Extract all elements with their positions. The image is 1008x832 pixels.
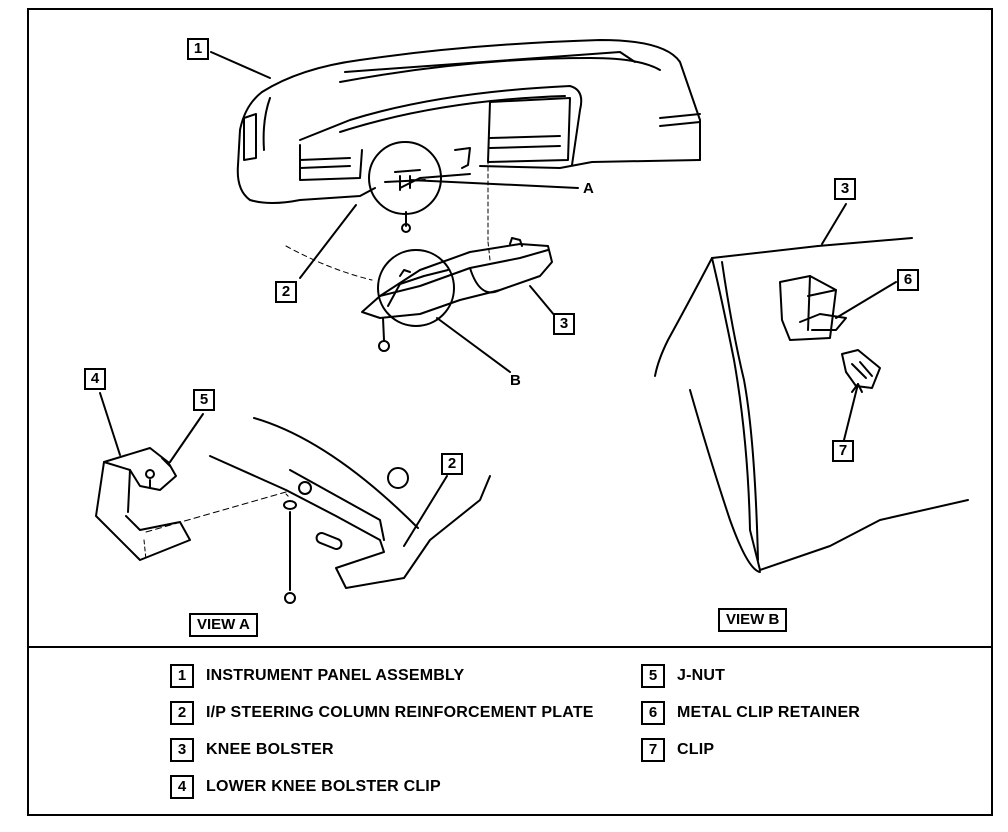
diagram-frame bbox=[27, 8, 993, 816]
callout-2-view-a: 2 bbox=[441, 453, 463, 475]
callout-1: 1 bbox=[187, 38, 209, 60]
legend-text: J-NUT bbox=[677, 667, 726, 684]
legend-number: 3 bbox=[170, 738, 194, 762]
leader-lines-upper bbox=[210, 51, 561, 323]
legend-item: 4 LOWER KNEE BOLSTER CLIP bbox=[170, 774, 441, 800]
legend-text: KNEE BOLSTER bbox=[206, 741, 334, 758]
view-a-drawing bbox=[95, 392, 491, 604]
legend-number: 4 bbox=[170, 775, 194, 799]
callout-3-view-b: 3 bbox=[834, 178, 856, 200]
callout-5: 5 bbox=[193, 389, 215, 411]
legend-item: 5 J-NUT bbox=[641, 663, 725, 689]
callout-7: 7 bbox=[832, 440, 854, 462]
legend-number: 7 bbox=[641, 738, 665, 762]
legend-number: 2 bbox=[170, 701, 194, 725]
legend-text: CLIP bbox=[677, 741, 715, 758]
detail-circle-a bbox=[368, 141, 579, 261]
knee-bolster-drawing bbox=[285, 237, 553, 319]
legend-item: 3 KNEE BOLSTER bbox=[170, 737, 334, 763]
detail-letter-a: A bbox=[583, 180, 594, 197]
view-b-label: VIEW B bbox=[718, 608, 788, 632]
detail-letter-b: B bbox=[510, 372, 521, 389]
instrument-panel-drawing bbox=[236, 39, 701, 204]
legend-item: 6 METAL CLIP RETAINER bbox=[641, 700, 860, 726]
legend-number: 5 bbox=[641, 664, 665, 688]
legend-text: I/P STEERING COLUMN REINFORCEMENT PLATE bbox=[206, 704, 594, 721]
legend-number: 1 bbox=[170, 664, 194, 688]
legend-text: LOWER KNEE BOLSTER CLIP bbox=[206, 778, 441, 795]
legend-text: METAL CLIP RETAINER bbox=[677, 704, 861, 721]
callout-2-main: 2 bbox=[275, 281, 297, 303]
detail-circle-b bbox=[377, 249, 511, 373]
legend-item: 7 CLIP bbox=[641, 737, 714, 763]
callout-3-main: 3 bbox=[553, 313, 575, 335]
callout-4: 4 bbox=[84, 368, 106, 390]
legend-item: 2 I/P STEERING COLUMN REINFORCEMENT PLAT… bbox=[170, 700, 594, 726]
view-b-drawing bbox=[654, 203, 969, 573]
legend-text: INSTRUMENT PANEL ASSEMBLY bbox=[206, 667, 465, 684]
legend-item: 1 INSTRUMENT PANEL ASSEMBLY bbox=[170, 663, 464, 689]
view-a-label: VIEW A bbox=[189, 613, 258, 637]
legend-divider bbox=[27, 646, 993, 648]
callout-6: 6 bbox=[897, 269, 919, 291]
legend-number: 6 bbox=[641, 701, 665, 725]
